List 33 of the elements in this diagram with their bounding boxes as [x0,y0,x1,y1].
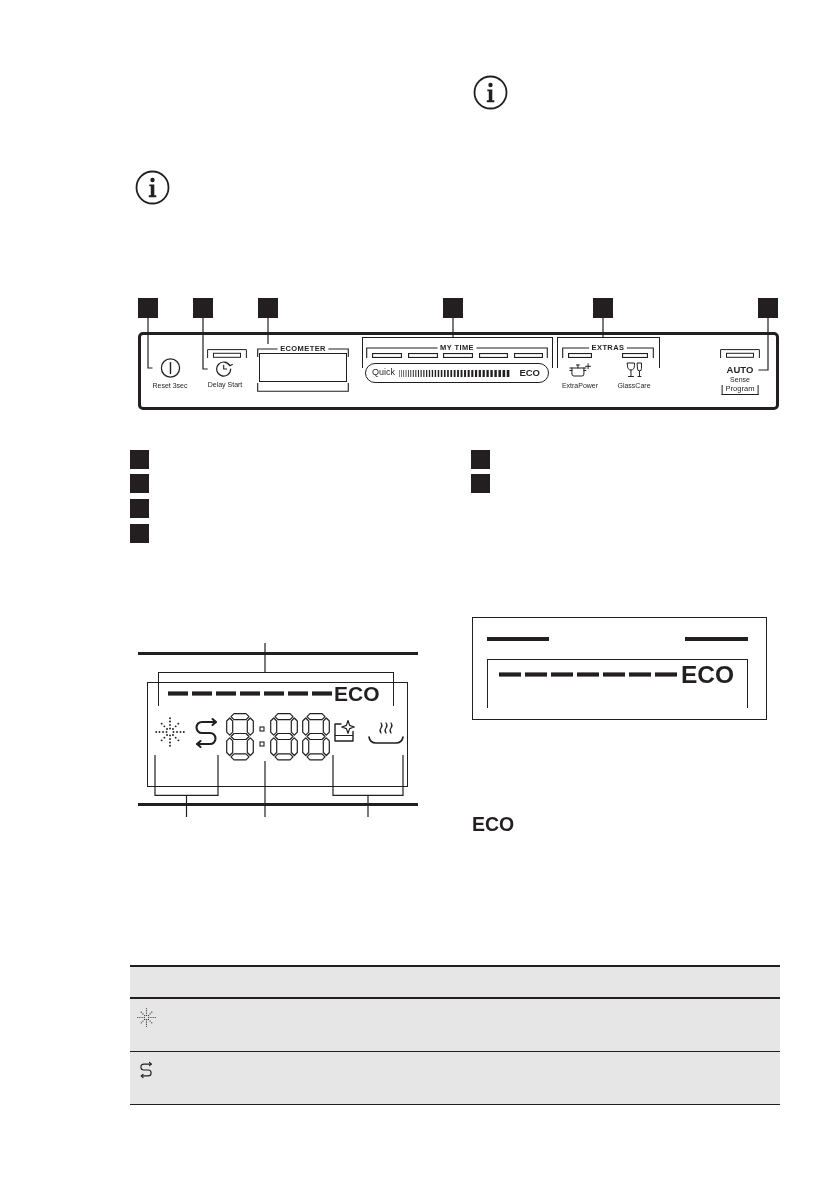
callout-marker [130,524,149,543]
callout-marker [130,474,149,493]
button-label: AUTO [726,365,754,375]
eco-label: ECO [472,814,515,834]
leader-line [267,317,269,345]
indicator-bracket [158,672,394,706]
control-panel [138,332,779,410]
leader-line [264,760,266,818]
leader-line [452,317,454,338]
leader-line [202,317,209,370]
display-panel [472,617,767,720]
callout-marker [593,298,613,318]
display-panel [138,652,418,806]
digit-display [226,713,330,761]
leader-line [367,795,369,818]
callout-marker [130,499,149,518]
eco-label: ECO [334,683,380,704]
eco-label: ECO [681,663,735,688]
slider-label: Quick [372,368,395,377]
indicator-bracket [487,659,748,708]
option-group [362,337,553,386]
callout-marker [193,298,213,318]
slider-label: ECO [519,367,540,378]
callout-marker [130,450,149,469]
callout-marker [258,298,278,318]
callout-marker [443,298,463,318]
callout-marker [471,450,490,469]
callout-marker [471,474,490,493]
leader-line [602,317,604,338]
leader-line [185,795,188,818]
callout-marker [758,298,778,318]
callout-marker [138,298,158,318]
leader-line [264,642,266,673]
